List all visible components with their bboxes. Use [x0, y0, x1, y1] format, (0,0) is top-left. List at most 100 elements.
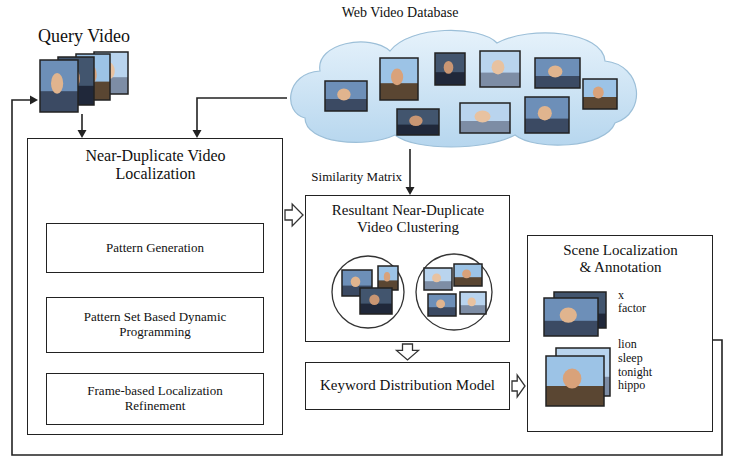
frame-border [424, 268, 452, 290]
arrow-head [30, 96, 38, 105]
connector [12, 96, 722, 456]
video-frame [40, 60, 78, 112]
video-frame [342, 270, 372, 296]
frame-border [546, 356, 604, 406]
clustering-box: Resultant Near-Duplicate Video Clusterin… [305, 195, 510, 342]
cloud-shape [285, 3, 645, 150]
frame-sky [58, 57, 94, 105]
frame-ground [397, 125, 439, 135]
connector [193, 98, 288, 138]
video-frame [94, 52, 128, 94]
frame-face [462, 270, 471, 279]
block-arrow [285, 204, 303, 226]
frame-ground [325, 99, 367, 111]
process-box: Frame-based Localization Refinement [46, 373, 264, 425]
frame-sky [342, 270, 372, 296]
frame-sky [435, 53, 465, 85]
frame-face [409, 116, 422, 126]
frame-ground [535, 76, 580, 88]
video-frame [556, 348, 610, 396]
connector [285, 204, 303, 226]
frame-border [380, 58, 418, 100]
frame-border [554, 292, 606, 328]
connector-line [81, 114, 83, 130]
block-arrow [512, 375, 525, 397]
frame-sky [360, 288, 392, 314]
video-frame [554, 292, 606, 328]
localization-module: Near-Duplicate Video LocalizationPattern… [27, 138, 283, 435]
frame-sky [583, 79, 617, 109]
frame-face [384, 272, 390, 282]
cloud-label: Web Video Database [325, 5, 475, 21]
cluster-circle [332, 256, 404, 328]
frame-face [337, 89, 350, 101]
arrow-head [78, 130, 87, 138]
frame-sky [460, 292, 486, 314]
frame-ground [342, 286, 372, 296]
frame-ground [94, 77, 128, 94]
video-frame [58, 57, 94, 105]
frame-sky [76, 54, 110, 100]
frame-face [563, 369, 582, 389]
frame-sky [397, 109, 439, 135]
frame-border [583, 79, 617, 109]
frame-ground [480, 73, 520, 87]
frame-ground [58, 86, 94, 105]
arrow-head [406, 187, 415, 195]
frame-ground [454, 277, 482, 286]
frame-sky [544, 298, 598, 336]
video-frame [480, 51, 520, 87]
frame-sky [525, 97, 569, 133]
frame-face [68, 69, 80, 88]
frame-border [556, 348, 610, 396]
frame-face [475, 111, 491, 123]
frame-border [535, 58, 580, 88]
process-label: Pattern Set Based Dynamic Programming [80, 310, 230, 340]
frame-face [572, 360, 589, 379]
database-cloud: Web Video Database [285, 3, 645, 150]
frame-sky [378, 266, 398, 290]
frame-ground [380, 83, 418, 100]
frame-ground [360, 304, 392, 314]
video-frame [397, 109, 439, 135]
frame-ground [556, 377, 610, 396]
module-heading: Resultant Near-Duplicate Video Clusterin… [319, 202, 497, 237]
cluster-circles [306, 196, 511, 343]
frame-ground [76, 82, 110, 100]
frame-sky [428, 294, 456, 316]
frame-border [525, 97, 569, 133]
frame-ground [460, 121, 510, 133]
frame-sky [546, 356, 604, 406]
frame-face [444, 61, 454, 74]
frame-ground [546, 386, 604, 406]
cloud-outline [291, 30, 637, 147]
frame-face [104, 63, 115, 80]
frame-face [51, 73, 63, 94]
frame-sky [554, 292, 606, 328]
frame-sky [535, 58, 580, 88]
frame-sky [40, 60, 78, 112]
connector [512, 375, 525, 397]
video-frame [378, 266, 398, 290]
frame-ground [544, 321, 598, 336]
video-frame [460, 103, 510, 133]
frame-face [369, 295, 379, 305]
keyword-list: lion sleep tonight hippo [618, 338, 652, 393]
frame-ground [583, 97, 617, 109]
frame-border [428, 294, 456, 316]
process-box: Pattern Generation [46, 223, 264, 273]
connector-line [12, 100, 722, 455]
frame-border [544, 298, 598, 336]
video-frame [583, 79, 617, 109]
frame-face [548, 66, 562, 78]
frame-border [325, 81, 367, 111]
video-frame [380, 58, 418, 100]
frame-face [593, 87, 604, 99]
connector [406, 149, 415, 195]
video-frame [435, 53, 465, 85]
module-heading: Scene Localization & Annotation [558, 242, 683, 277]
video-frame [535, 58, 580, 88]
keyword-list: x factor [618, 289, 646, 317]
frame-face [538, 106, 552, 120]
